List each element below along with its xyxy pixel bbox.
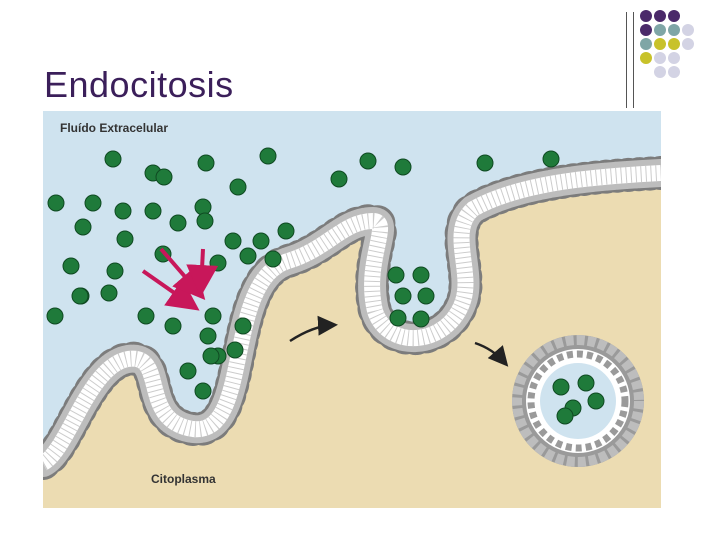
particle: [417, 287, 435, 305]
particle: [229, 178, 247, 196]
particle: [74, 218, 92, 236]
progression-arrow-1: [289, 315, 338, 343]
particle: [164, 317, 182, 335]
particle: [209, 254, 227, 272]
particle: [264, 250, 282, 268]
particle: [194, 382, 212, 400]
decorative-dot: [654, 38, 666, 50]
uptake-arrow-1: [141, 269, 200, 311]
particle: [204, 307, 222, 325]
decorative-dot: [668, 38, 680, 50]
particle: [71, 287, 89, 305]
particle: [412, 266, 430, 284]
particle: [144, 202, 162, 220]
decorative-dot: [668, 52, 680, 64]
particle: [587, 392, 605, 410]
divider-line-right: [633, 12, 634, 108]
particle: [577, 374, 595, 392]
endocytosis-svg: Fluído Extracelular Citoplasma: [26, 111, 678, 508]
extracellular-particles: [46, 147, 605, 425]
particle: [330, 170, 348, 188]
particle: [106, 262, 124, 280]
decorative-dot: [654, 10, 666, 22]
decorative-dot-grid: [640, 10, 720, 120]
cell-membrane: [26, 156, 678, 480]
particle: [359, 152, 377, 170]
decorative-dot: [682, 38, 694, 50]
particle: [62, 257, 80, 275]
endocytosis-diagram: Fluído Extracelular Citoplasma: [26, 111, 678, 508]
decorative-dot: [668, 66, 680, 78]
decorative-dot: [654, 24, 666, 36]
particle: [552, 378, 570, 396]
particle: [412, 310, 430, 328]
particle: [394, 287, 412, 305]
decorative-dot: [640, 24, 652, 36]
particle: [476, 154, 494, 172]
particle: [155, 168, 173, 186]
decorative-dot: [640, 38, 652, 50]
divider-line-left: [626, 12, 627, 108]
endocytic-vesicle: [512, 335, 644, 467]
particle: [199, 327, 217, 345]
particle: [239, 247, 257, 265]
decorative-dot: [654, 66, 666, 78]
particle: [226, 341, 244, 359]
particle: [196, 212, 214, 230]
particle: [169, 214, 187, 232]
particle: [100, 284, 118, 302]
decorative-dot: [682, 24, 694, 36]
particle: [47, 194, 65, 212]
decorative-dot: [640, 10, 652, 22]
particle: [542, 150, 560, 168]
particle: [104, 150, 122, 168]
particle: [179, 362, 197, 380]
label-cytoplasm: Citoplasma: [151, 472, 216, 486]
progression-arrow-2: [474, 341, 509, 367]
decorative-dot: [668, 10, 680, 22]
decorative-dot: [654, 52, 666, 64]
particle: [387, 266, 405, 284]
decorative-dot: [640, 52, 652, 64]
particle: [234, 317, 252, 335]
particle: [252, 232, 270, 250]
particle: [194, 198, 212, 216]
particle: [202, 347, 220, 365]
particle: [116, 230, 134, 248]
uptake-arrow-3: [186, 248, 219, 297]
particle: [224, 232, 242, 250]
decorative-dot: [668, 24, 680, 36]
particle: [556, 407, 574, 425]
cytoplasm-region: [43, 173, 661, 508]
particle: [389, 309, 407, 327]
slide-title: Endocitosis: [44, 64, 234, 105]
particle: [197, 154, 215, 172]
particle: [394, 158, 412, 176]
particle: [259, 147, 277, 165]
particle: [137, 307, 155, 325]
particle: [277, 222, 295, 240]
particle: [84, 194, 102, 212]
label-extracellular: Fluído Extracelular: [60, 121, 168, 135]
particle: [114, 202, 132, 220]
particle: [46, 307, 64, 325]
